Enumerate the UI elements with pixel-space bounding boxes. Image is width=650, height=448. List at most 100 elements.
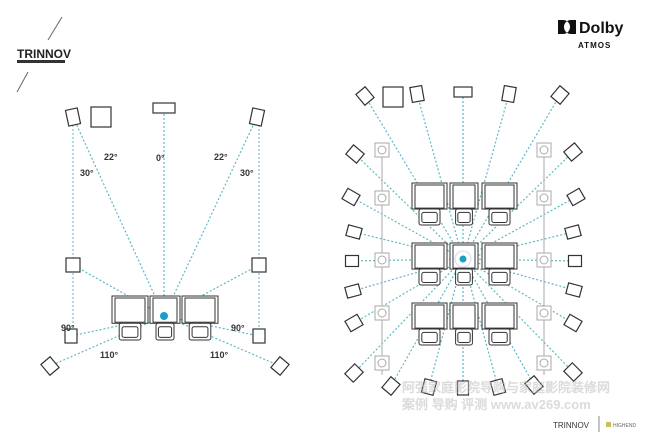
sight-line	[49, 315, 165, 367]
sight-line	[462, 258, 575, 291]
sight-line	[462, 258, 574, 373]
watermark-line-1: 阿强家庭影院导购与家庭影院装修网	[402, 380, 611, 395]
speaker	[344, 144, 366, 164]
speaker	[567, 254, 583, 268]
seat	[181, 295, 219, 341]
speaker	[456, 380, 470, 396]
speaker	[341, 187, 361, 207]
speaker	[453, 86, 473, 98]
dolby-logo-text: Dolby	[579, 20, 624, 37]
sight-line	[163, 116, 258, 317]
seat	[449, 242, 479, 286]
speaker	[562, 361, 584, 383]
angle-label: 30°	[80, 168, 94, 178]
speaker	[565, 282, 583, 298]
ceiling-speaker-cone	[539, 358, 549, 368]
sight-line	[353, 231, 464, 260]
angle-label: 90°	[61, 323, 75, 333]
speaker	[251, 257, 267, 273]
seat	[411, 242, 448, 286]
seat	[411, 182, 448, 226]
sight-line	[462, 258, 574, 324]
ceiling-speaker	[536, 142, 552, 158]
angle-label: 30°	[240, 168, 254, 178]
speaker	[409, 84, 425, 104]
sight-line	[416, 93, 464, 260]
sight-line	[72, 116, 165, 317]
sight-line	[462, 231, 574, 260]
ceiling-speaker-cone	[539, 193, 549, 203]
trinnov-bottom-logo: TRINNOV	[553, 421, 590, 430]
ceiling-speaker-cone	[377, 145, 387, 155]
seat	[449, 182, 479, 226]
angle-label: 90°	[231, 323, 245, 333]
speaker	[344, 254, 360, 268]
trinnov-logo: TRINNOV	[16, 16, 71, 93]
sight-line	[462, 94, 561, 260]
sight-line	[462, 258, 576, 262]
seat	[449, 302, 479, 346]
angle-label: 22°	[214, 152, 228, 162]
highend-logo: HIGHEND	[613, 423, 636, 429]
speaker	[64, 328, 78, 344]
speaker	[152, 102, 176, 114]
ceiling-speaker	[536, 190, 552, 206]
speaker	[355, 85, 375, 107]
ceiling-speaker	[536, 305, 552, 321]
ceiling-speaker	[374, 190, 390, 206]
speaker	[270, 355, 290, 377]
speaker	[345, 224, 363, 240]
speaker	[566, 187, 586, 207]
speaker	[489, 377, 507, 397]
subwoofer	[90, 106, 112, 128]
speaker	[65, 257, 81, 273]
watermark-line-2: 案例 导购 评测 www.av269.com	[402, 397, 591, 412]
ceiling-speaker-cone	[539, 308, 549, 318]
seat	[411, 302, 448, 346]
speaker	[562, 142, 584, 162]
sight-line	[354, 153, 464, 260]
ceiling-speaker-cone	[377, 193, 387, 203]
bottom-logos: TRINNOV HIGHEND	[553, 416, 636, 432]
speaker	[420, 377, 438, 397]
dolby-atmos-logo: Dolby ATMOS	[558, 20, 624, 50]
speaker	[40, 355, 60, 377]
speaker	[564, 224, 582, 240]
speaker	[381, 375, 401, 397]
ceiling-speaker	[374, 252, 390, 268]
speaker	[344, 313, 364, 333]
ceiling-speaker-cone	[377, 358, 387, 368]
sight-line	[351, 258, 464, 262]
listening-position-ring	[454, 250, 472, 268]
angle-label: 110°	[100, 350, 119, 360]
sight-line	[72, 264, 165, 317]
sight-line	[462, 151, 574, 260]
listening-position-dot	[160, 312, 168, 320]
ceiling-speaker	[374, 355, 390, 371]
speaker	[344, 283, 362, 299]
speaker	[252, 328, 266, 344]
ceiling-speaker-cone	[539, 145, 549, 155]
speaker	[343, 362, 365, 384]
ceiling-speaker-cone	[377, 308, 387, 318]
sight-line	[462, 93, 510, 260]
ceiling-speaker-cone	[539, 255, 549, 265]
seat	[481, 302, 518, 346]
angle-label: 110°	[210, 350, 229, 360]
speaker	[524, 374, 544, 396]
seat	[481, 242, 518, 286]
ceiling-speaker	[374, 142, 390, 158]
trinnov-logo-text: TRINNOV	[17, 47, 71, 61]
ceiling-speaker	[536, 252, 552, 268]
speaker	[64, 107, 82, 127]
angle-label: 22°	[104, 152, 118, 162]
speaker	[501, 84, 517, 104]
angle-label: 0°	[156, 153, 165, 163]
seat	[481, 182, 518, 226]
ceiling-speaker-cone	[377, 255, 387, 265]
ceiling-speaker	[374, 305, 390, 321]
ceiling-speaker	[536, 355, 552, 371]
sight-line	[352, 258, 464, 292]
speaker	[248, 107, 266, 127]
